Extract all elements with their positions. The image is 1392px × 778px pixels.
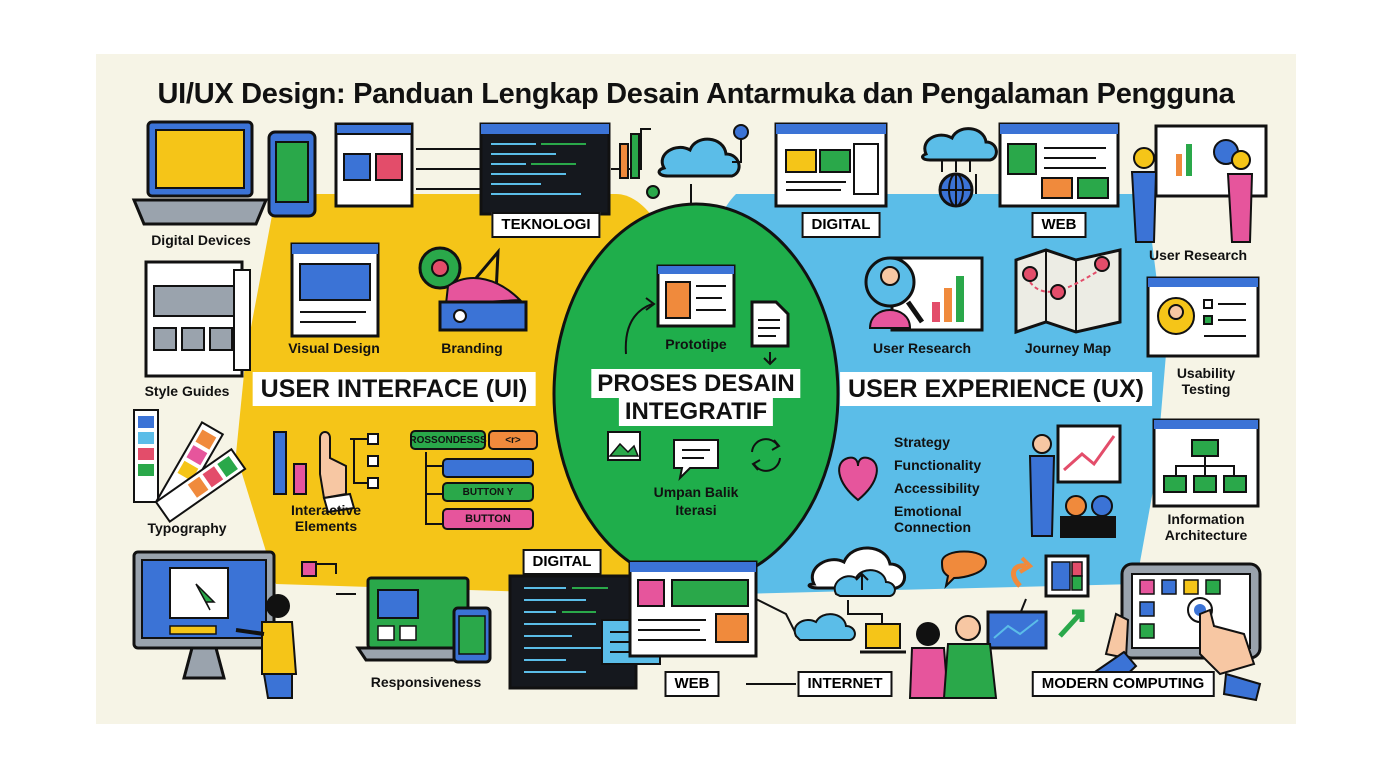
label-information-line2: Architecture (1164, 527, 1248, 543)
label-journey-map: Journey Map (1024, 340, 1112, 356)
label-iteration: Iterasi (675, 502, 717, 518)
tag-digital-bottom: DIGITAL (522, 549, 602, 575)
label-information-line1: Information (1167, 511, 1245, 527)
label-usability-line2: Testing (1181, 381, 1231, 397)
ui-heading: USER INTERFACE (UI) (252, 372, 536, 406)
collaboration-icon (908, 550, 1090, 699)
label-user-research-inner: User Research (872, 340, 972, 356)
label-user-research: User Research (1148, 247, 1248, 263)
button-sample-y: BUTTON Y (442, 482, 534, 502)
label-digital-devices: Digital Devices (151, 232, 251, 248)
button-sample-blue (442, 458, 534, 478)
ux-pillar-strategy: Strategy (894, 434, 951, 450)
label-interactive-elements: Interactive Elements (290, 502, 362, 534)
style-guide-icon (144, 260, 251, 378)
bar-chart-icon (273, 431, 379, 495)
button-sample-1: ROSSONDESSS (409, 430, 487, 450)
code-editor-icon (479, 122, 611, 216)
chat-icon (673, 439, 719, 482)
color-swatch-icon (133, 409, 247, 524)
process-heading-line2: INTEGRATIF (618, 397, 774, 426)
person-pointing-icon (235, 561, 317, 699)
label-feedback: Umpan Balik (653, 484, 739, 500)
label-responsiveness: Responsiveness (370, 674, 482, 690)
cloud-icon (646, 124, 749, 199)
tag-modern-computing: MODERN COMPUTING (1031, 671, 1215, 697)
label-style-guides: Style Guides (144, 383, 230, 399)
label-typography: Typography (147, 520, 227, 536)
globe-icon (921, 127, 998, 208)
label-branding: Branding (441, 340, 503, 356)
button-sample-code: <r> (488, 430, 538, 450)
button-sample-button: BUTTON (442, 508, 534, 530)
visual-design-icon (290, 242, 380, 338)
image-icon (607, 431, 641, 461)
magnifier-icon (864, 256, 984, 332)
usability-testing-icon (1146, 276, 1260, 358)
cloud-network-icon (793, 546, 906, 654)
branding-icon (418, 246, 528, 332)
code-screen-icon (508, 574, 661, 690)
web-page-icon (998, 122, 1120, 208)
prototype-window-icon (624, 264, 736, 355)
infographic-canvas: UI/UX Design: Panduan Lengkap Desain Ant… (96, 54, 1296, 724)
process-heading-line1: PROSES DESAIN (591, 369, 801, 398)
tag-internet: INTERNET (797, 671, 893, 697)
web-layout-icon (628, 560, 758, 658)
tag-teknologi: TEKNOLOGI (491, 212, 601, 238)
tag-digital-top: DIGITAL (801, 212, 881, 238)
heart-icon (838, 456, 878, 502)
presentation-board-icon (1130, 124, 1268, 243)
infographic-title: UI/UX Design: Panduan Lengkap Desain Ant… (157, 78, 1235, 110)
candlestick-icon (619, 133, 640, 179)
monitor-icon (132, 550, 276, 680)
responsive-devices-icon (355, 576, 492, 664)
hand-pointer-icon (319, 431, 356, 514)
map-icon (1014, 248, 1122, 335)
browser-window-icon (774, 122, 888, 208)
label-visual-design: Visual Design (288, 340, 380, 356)
laptop-icon (131, 120, 269, 226)
ux-pillar-connection: Connection (894, 519, 971, 535)
button-connectors (425, 452, 442, 525)
ux-heading: USER EXPERIENCE (UX) (840, 372, 1152, 406)
infographic-art (131, 120, 1268, 702)
document-icon (750, 300, 790, 366)
tablet-icon (1090, 562, 1262, 702)
phone-icon (267, 130, 317, 218)
label-prototype: Prototipe (665, 336, 727, 352)
tag-web-bottom: WEB (664, 671, 720, 697)
ux-pillar-emotional: Emotional (894, 503, 962, 519)
cycle-icon (751, 438, 781, 472)
tag-web-top: WEB (1031, 212, 1087, 238)
wireframe-window-icon (334, 122, 414, 208)
label-usability-line1: Usability (1176, 365, 1236, 381)
presenter-chart-icon (1028, 424, 1122, 538)
information-architecture-icon (1152, 418, 1260, 508)
ux-pillar-functionality: Functionality (894, 457, 982, 473)
ux-pillar-accessibility: Accessibility (894, 480, 980, 496)
